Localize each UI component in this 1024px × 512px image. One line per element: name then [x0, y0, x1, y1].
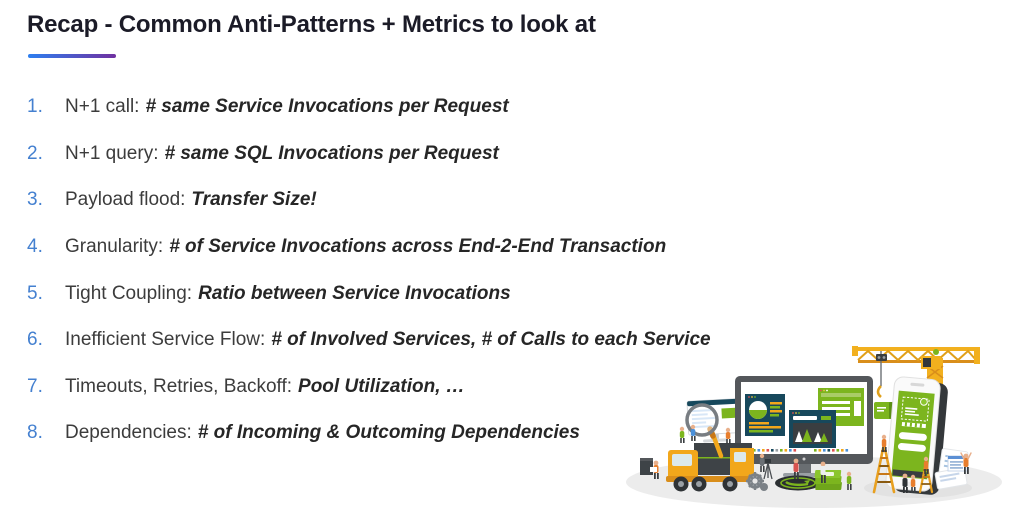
dump-truck-icon — [666, 443, 756, 492]
bar-chart-window-icon — [789, 410, 836, 448]
item-number: 7. — [27, 375, 43, 397]
list-item: 1. N+1 call: # same Service Invocations … — [27, 84, 767, 131]
tripod-icon — [763, 459, 773, 480]
item-label: Granularity: — [65, 236, 164, 258]
list-item: 3. Payload flood: Transfer Size! — [27, 177, 767, 224]
list-item: 2. N+1 query: # same SQL Invocations per… — [27, 131, 767, 178]
crate-icon — [640, 458, 653, 475]
item-label: Inefficient Service Flow: — [65, 329, 266, 351]
item-metric: Transfer Size! — [191, 189, 317, 211]
item-metric: # of Incoming & Outcoming Dependencies — [197, 422, 580, 444]
item-label: Payload flood: — [65, 189, 186, 211]
list-item: 4. Granularity: # of Service Invocations… — [27, 224, 767, 271]
item-number: 3. — [27, 189, 43, 211]
item-metric: # same SQL Invocations per Request — [164, 142, 499, 164]
item-label: Dependencies: — [65, 422, 192, 444]
list-item: 7. Timeouts, Retries, Backoff: Pool Util… — [27, 364, 767, 411]
item-number: 4. — [27, 236, 43, 258]
item-metric: Pool Utilization, … — [298, 375, 465, 397]
hanging-block-icon — [874, 402, 893, 419]
gear-icon — [746, 472, 768, 491]
anti-pattern-list: 1. N+1 call: # same Service Invocations … — [27, 84, 767, 457]
documents-icon — [934, 448, 969, 490]
mini-window-icon — [947, 455, 968, 472]
app-card-icon — [900, 396, 930, 422]
list-item: 8. Dependencies: # of Incoming & Outcomi… — [27, 410, 767, 457]
pie-chart-window-icon — [745, 394, 785, 436]
smartphone-app-icon — [885, 376, 948, 495]
title-underline — [28, 54, 116, 58]
item-number: 1. — [27, 96, 43, 118]
worker-figures-icon — [650, 424, 972, 493]
desktop-dashboard-icon — [735, 376, 873, 477]
money-stack-icon — [814, 470, 842, 490]
item-metric: Ratio between Service Invocations — [198, 282, 511, 304]
item-number: 5. — [27, 282, 43, 304]
item-number: 8. — [27, 422, 43, 444]
item-label: Timeouts, Retries, Backoff: — [65, 375, 293, 397]
item-label: N+1 call: — [65, 96, 140, 118]
item-label: Tight Coupling: — [65, 282, 193, 304]
toolbar-squares-icon — [753, 449, 849, 452]
list-item: 5. Tight Coupling: Ratio between Service… — [27, 270, 767, 317]
item-label: N+1 query: — [65, 142, 159, 164]
list-item: 6. Inefficient Service Flow: # of Involv… — [27, 317, 767, 364]
construction-team-illustration — [626, 346, 1002, 508]
page-title: Recap - Common Anti-Patterns + Metrics t… — [27, 11, 596, 38]
item-metric: # same Service Invocations per Request — [145, 96, 509, 118]
item-metric: # of Service Invocations across End-2-En… — [169, 236, 667, 258]
item-number: 2. — [27, 142, 43, 164]
item-number: 6. — [27, 329, 43, 351]
item-metric: # of Involved Services, # of Calls to ea… — [271, 329, 711, 351]
